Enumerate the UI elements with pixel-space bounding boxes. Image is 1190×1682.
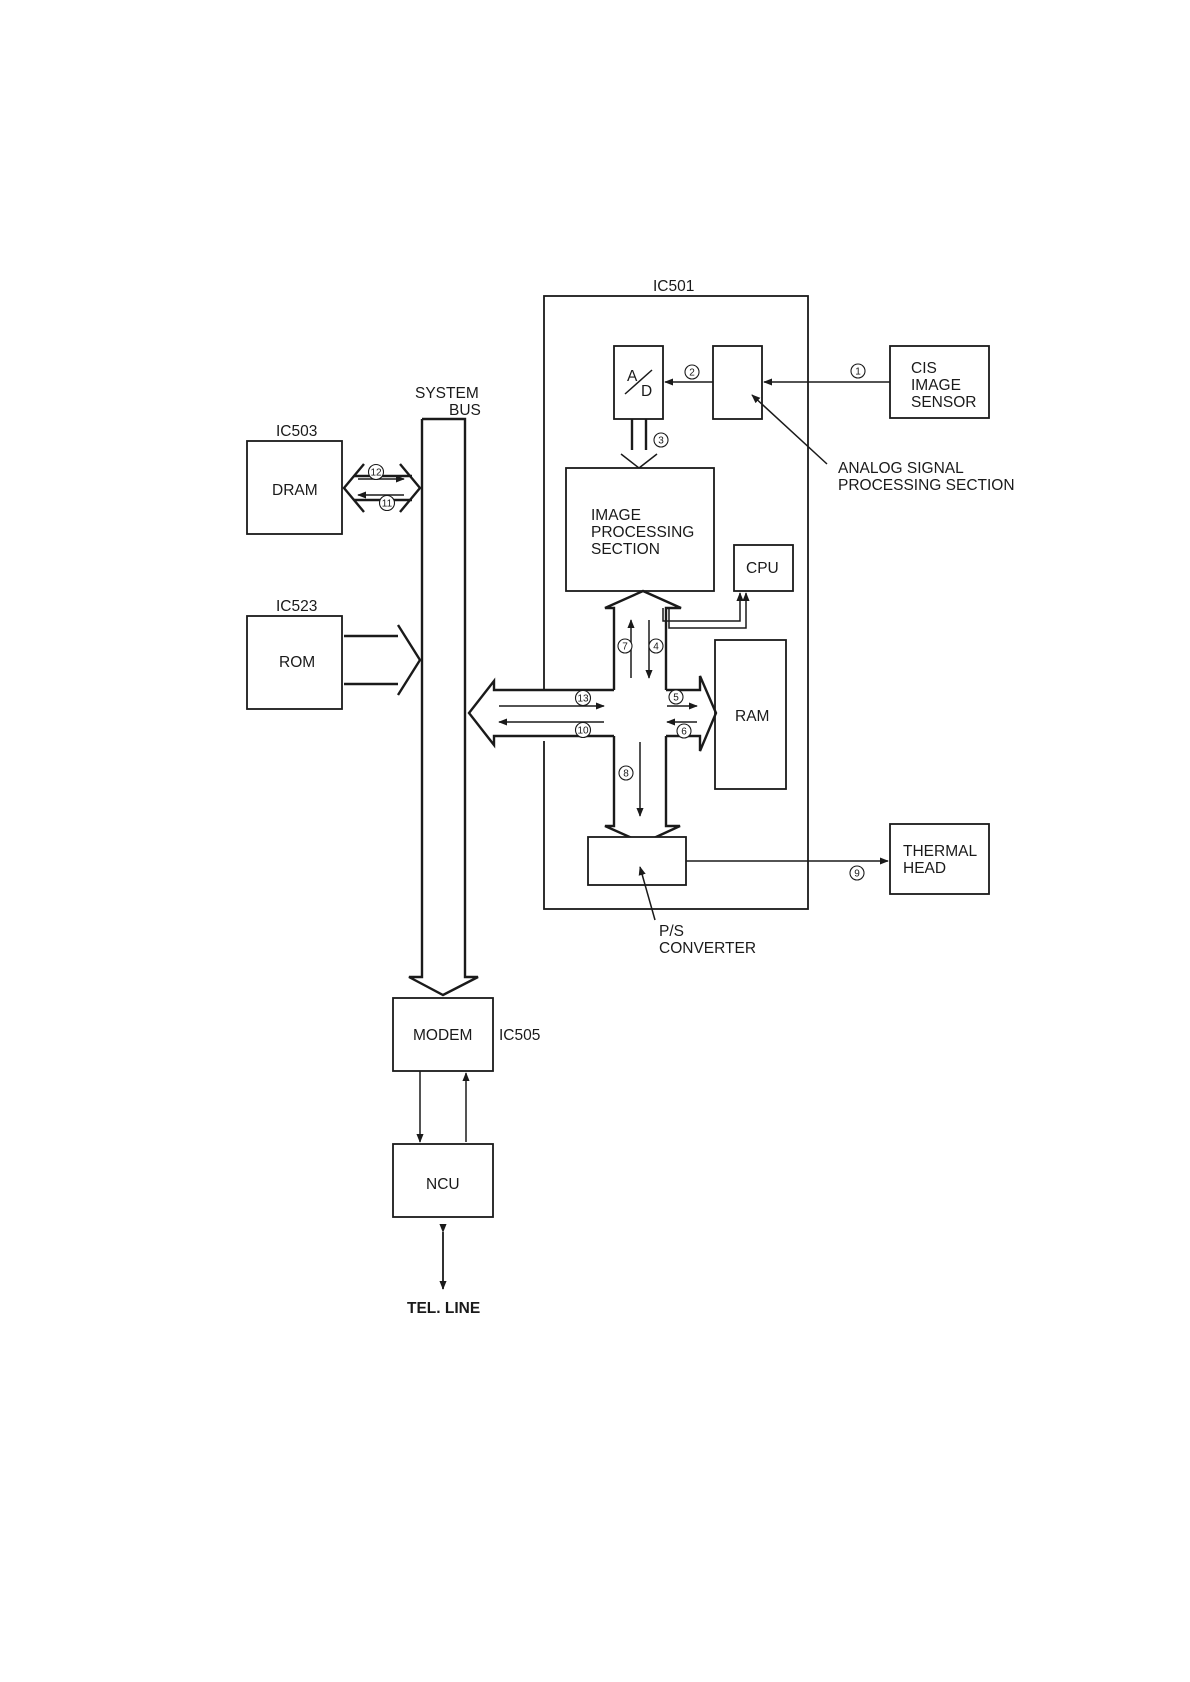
ps-label-2: CONVERTER	[659, 940, 756, 957]
analog-label-1: ANALOG SIGNAL	[838, 460, 964, 477]
signal-number-11: 11	[382, 499, 393, 510]
analog-label-2: PROCESSING SECTION	[838, 477, 1015, 494]
signal-number-5: 5	[673, 693, 679, 704]
signal-number-9: 9	[854, 869, 860, 880]
ad-converter-block: A D	[614, 346, 663, 419]
cpu-label: CPU	[746, 560, 779, 577]
thermal-head-label-2: HEAD	[903, 860, 946, 877]
ps-label-1: P/S	[659, 923, 684, 940]
cis-label-1: CIS	[911, 360, 937, 377]
cis-label-2: IMAGE	[911, 377, 961, 394]
signal-number-4: 4	[653, 642, 659, 653]
system-bus-label-2: BUS	[449, 402, 481, 419]
signal-number-13: 13	[577, 694, 589, 705]
ad-label-bottom: D	[641, 383, 652, 400]
system-bus	[409, 419, 478, 995]
ic501-label: IC501	[653, 278, 694, 295]
analog-processing-block	[713, 346, 762, 419]
ad-label-top: A	[627, 368, 638, 385]
signal-number-8: 8	[623, 769, 629, 780]
thermal-head-label-1: THERMAL	[903, 843, 977, 860]
signal-number-2: 2	[689, 368, 695, 379]
rom-bus-link	[344, 625, 420, 695]
ic503-label: IC503	[276, 423, 317, 440]
ic501-block	[544, 296, 808, 909]
cis-label-3: SENSOR	[911, 394, 976, 411]
ram-label: RAM	[735, 708, 769, 725]
ncu-label: NCU	[426, 1176, 460, 1193]
signal-number-7: 7	[622, 642, 628, 653]
signal-number-12: 12	[370, 468, 382, 479]
image-processing-label-1: IMAGE	[591, 507, 641, 524]
ic523-label: IC523	[276, 598, 317, 615]
signal-number-1: 1	[855, 367, 861, 378]
tel-line-label: TEL. LINE	[407, 1300, 480, 1317]
system-bus-label-1: SYSTEM	[415, 385, 479, 402]
modem-label: MODEM	[413, 1027, 472, 1044]
dram-label: DRAM	[272, 482, 318, 499]
signal-number-10: 10	[577, 726, 589, 737]
signal-number-6: 6	[681, 727, 687, 738]
ic505-label: IC505	[499, 1027, 540, 1044]
signal-number-3: 3	[658, 436, 664, 447]
rom-label: ROM	[279, 654, 315, 671]
ps-converter-block	[588, 837, 686, 885]
image-processing-label-2: PROCESSING	[591, 524, 694, 541]
image-processing-label-3: SECTION	[591, 541, 660, 558]
